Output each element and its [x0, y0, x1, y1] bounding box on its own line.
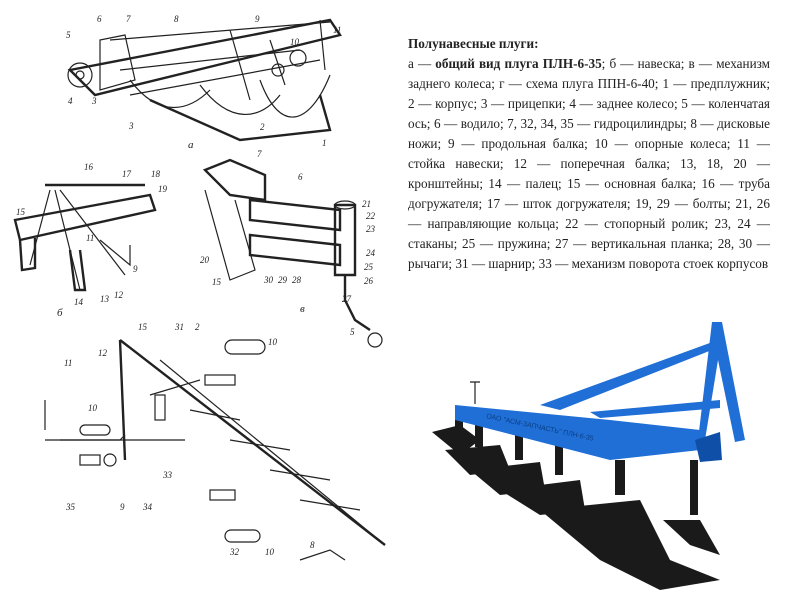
figure-g-drawing: 15 31 2 12 11 10 10 35 9 34 33 32 10 8	[44, 322, 386, 561]
part-number-label: 3	[91, 96, 97, 106]
caption-a-prefix: а —	[408, 56, 436, 71]
part-number-label: 16	[84, 162, 94, 172]
part-number-label: 35	[65, 502, 76, 512]
part-number-label: 23	[366, 224, 376, 234]
part-number-label: 11	[333, 25, 341, 35]
part-number-label: 1	[322, 138, 327, 148]
part-number-label: 27	[342, 294, 352, 304]
part-number-label: 10	[268, 337, 278, 347]
part-number-label: 21	[362, 199, 371, 209]
part-number-label: а	[188, 139, 194, 151]
part-number-label: 9	[133, 264, 138, 274]
part-number-label: 31	[174, 322, 184, 332]
caption-body: ; б — навеска; в — механизм заднего коле…	[408, 56, 770, 271]
figure-caption: Полунавесные плуги: а — общий вид плуга …	[408, 34, 770, 274]
part-number-label: 28	[292, 275, 302, 285]
part-number-label: 10	[265, 547, 275, 557]
part-number-label: 4	[68, 96, 73, 106]
part-number-label: 34	[142, 502, 153, 512]
part-number-label: 22	[366, 211, 376, 221]
part-number-label: 7	[257, 149, 262, 159]
part-number-label: 5	[350, 327, 355, 337]
part-number-label: 2	[260, 122, 265, 132]
part-number-label: 11	[86, 233, 94, 243]
part-number-label: 15	[138, 322, 148, 332]
part-number-label: в	[300, 303, 305, 315]
part-number-label: 17	[122, 169, 132, 179]
part-number-label: 3	[128, 121, 134, 131]
part-number-label: 32	[229, 547, 240, 557]
caption-title: Полунавесные плуги:	[408, 36, 539, 51]
part-number-label: 8	[174, 14, 179, 24]
part-number-label: 20	[200, 255, 210, 265]
part-number-label: 19	[158, 184, 168, 194]
part-number-label: 13	[100, 294, 110, 304]
part-number-label: 15	[212, 277, 222, 287]
part-number-label: 5	[66, 30, 71, 40]
part-number-label: 29	[278, 275, 288, 285]
part-number-label: 11	[64, 358, 72, 368]
part-number-label: б	[57, 307, 63, 319]
part-number-label: 10	[290, 37, 300, 47]
part-number-label: 25	[364, 262, 374, 272]
part-number-label: 6	[298, 172, 303, 182]
part-number-label: 30	[263, 275, 274, 285]
figure-v-drawing: 7 6 21 22 23 24 25 26 27 20 15 30 29 28 …	[200, 149, 383, 348]
part-number-label: 10	[88, 403, 98, 413]
part-number-label: 9	[255, 14, 260, 24]
part-number-label: 12	[98, 348, 108, 358]
plough-photo: ОАО "АСМ-ЗАПЧАСТЬ" ПЛН-6-35	[432, 322, 745, 590]
part-number-label: 2	[195, 322, 200, 332]
part-number-label: 8	[310, 540, 315, 550]
part-number-label: 15	[16, 207, 26, 217]
part-number-label: 6	[97, 14, 102, 24]
part-number-label: 14	[74, 297, 84, 307]
part-number-label: 12	[114, 290, 124, 300]
figure-b-drawing: 16 17 18 19 15 11 9 12 13 14 б	[13, 162, 168, 319]
part-number-label: 9	[120, 502, 125, 512]
part-number-label: 26	[364, 276, 374, 286]
part-number-label: 33	[162, 470, 173, 480]
part-number-label: 7	[126, 14, 131, 24]
part-number-label: 24	[366, 248, 376, 258]
figure-a-drawing: 6 7 8 9 10 11 5 4 3 3 2 1 а	[66, 14, 342, 151]
caption-a-bold: общий вид плуга ПЛН-6-35	[435, 56, 602, 71]
part-number-label: 18	[151, 169, 161, 179]
